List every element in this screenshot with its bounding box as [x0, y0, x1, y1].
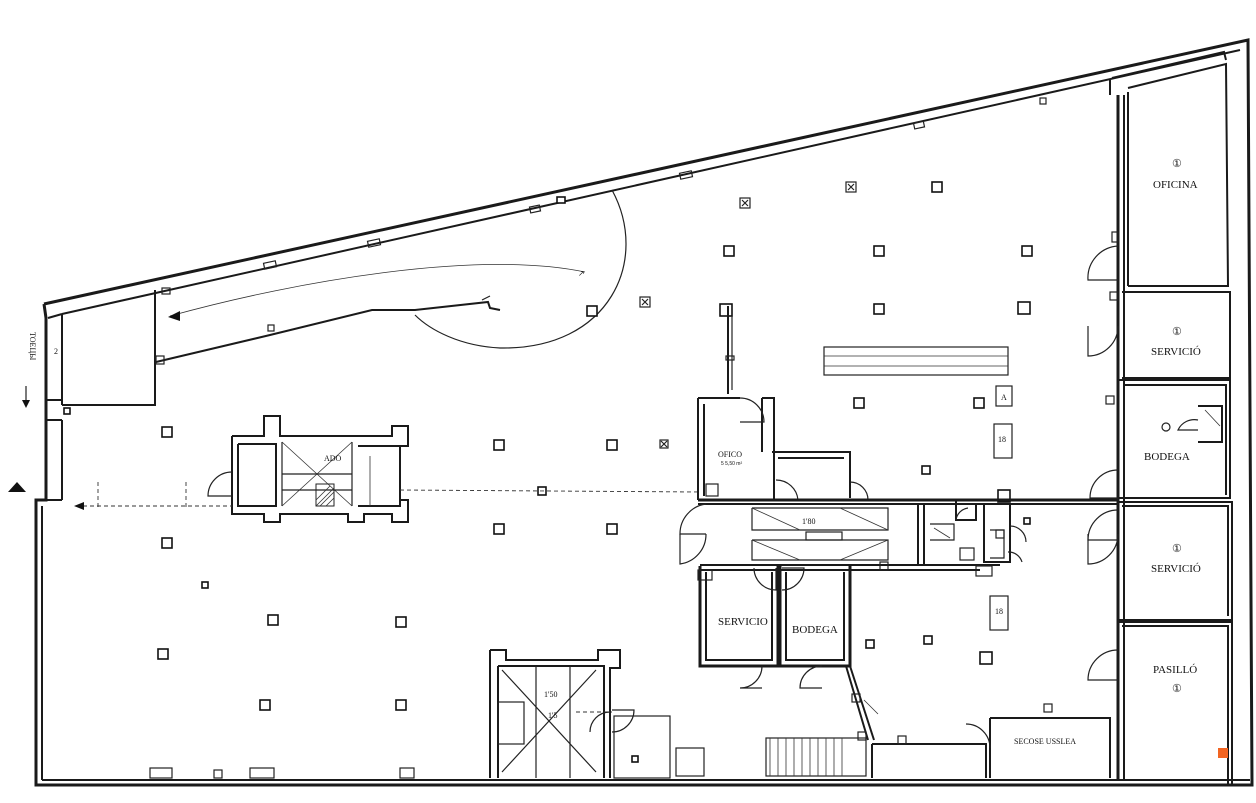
servicio-3-label: SERVICIO: [718, 616, 768, 628]
ado-label: ADO: [324, 454, 342, 463]
north-arrow-icon: [8, 482, 26, 492]
arrow-icon: [168, 311, 180, 321]
logo-mark-icon: [1218, 748, 1228, 758]
outer-walls: [34, 38, 1254, 787]
mark-18a: 18: [998, 435, 1006, 444]
side-text: ТОЕЦЫ: [28, 332, 37, 360]
oficio-label: OFICO: [718, 450, 742, 459]
bodega-1-label: BODEGA: [1144, 451, 1190, 463]
servicio-1-label: SERVICIÓ: [1151, 346, 1201, 358]
bottom-right-strip: SECOSE USSLEA: [765, 703, 1228, 778]
axis-line: [8, 482, 701, 510]
pasillo-mark: ①: [1172, 683, 1182, 695]
bar-counter: [823, 346, 1009, 376]
mark-2: 2: [54, 347, 58, 356]
oficio-area: 5 5,50 m²: [721, 461, 742, 467]
bottom-right-label: SECOSE USSLEA: [1014, 737, 1076, 746]
mark-a: A: [1001, 393, 1007, 402]
oficina-label: OFICINA: [1153, 179, 1198, 191]
servicio-2-label: SERVICIÓ: [1151, 563, 1201, 575]
left-stair-core: ADO: [207, 415, 409, 523]
one-fifty-label: 1'50: [544, 690, 557, 699]
left-edge-marks: ТОЕЦЫ 2: [22, 332, 58, 408]
servicio-1-mark: ①: [1172, 326, 1182, 338]
central-core: OFICO 5 5,50 m² 1'80: [679, 306, 1118, 577]
onefive-small-label: 1'5: [548, 711, 557, 720]
ten-label: 1'80: [802, 517, 815, 526]
right-rooms: [1087, 62, 1233, 785]
oficina-mark: ①: [1172, 158, 1182, 170]
center-rooms: SERVICIO BODEGA: [697, 566, 879, 741]
bottom-stair-core: 1'50 1'5: [489, 649, 705, 779]
right-room-labels: ① OFICINA ① SERVICIÓ BODEGA ① SERVICIÓ P…: [1144, 158, 1201, 695]
bodega-2-label: BODEGA: [792, 624, 838, 636]
servicio-2-mark: ①: [1172, 543, 1182, 555]
mark-18b: 18: [995, 607, 1003, 616]
svg-text:↗: ↗: [578, 269, 585, 278]
pasillo-label: PASILLÓ: [1153, 664, 1197, 676]
entrance-arc: ↗: [155, 189, 627, 365]
